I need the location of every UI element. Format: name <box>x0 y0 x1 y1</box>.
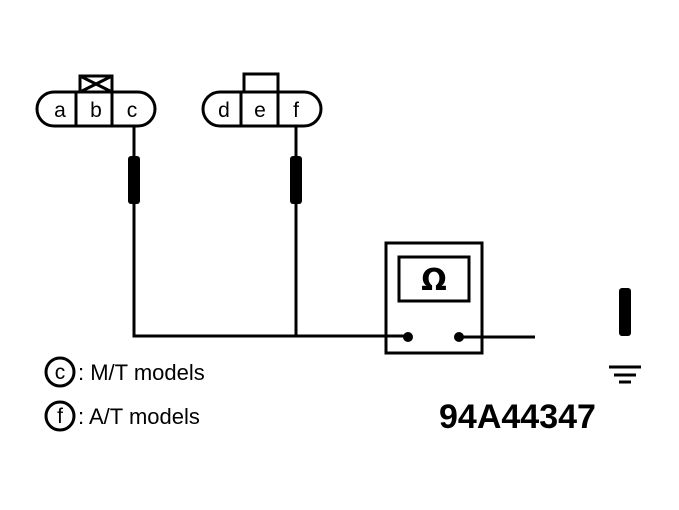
pin-label-f: f <box>293 99 299 122</box>
probe-grip-icon <box>290 156 302 204</box>
figure-code: 94A44347 <box>439 398 596 436</box>
pin-label-a: a <box>54 99 66 122</box>
legend-circle-c <box>44 356 76 388</box>
connector-abc <box>35 74 157 128</box>
legend-text-mt: : M/T models <box>78 360 205 385</box>
pin-label-c: c <box>127 99 138 122</box>
legend-circle-f <box>44 400 76 432</box>
ohmmeter-display <box>397 255 471 303</box>
pin-label-b: b <box>90 99 102 122</box>
connector-def-lock-tab <box>242 72 280 94</box>
probe-wire-c <box>132 126 408 338</box>
legend-text-at: : A/T models <box>78 404 200 429</box>
probe-grip-icon <box>128 156 140 204</box>
connector-abc-lock-tab <box>78 74 114 94</box>
ohmmeter-terminal-negative <box>403 332 413 342</box>
ground-icon <box>609 365 641 384</box>
ohmmeter-body <box>384 241 484 355</box>
pin-label-d: d <box>218 99 230 122</box>
legend-pin-f: f <box>57 405 63 428</box>
legend-pin-c: c <box>55 361 66 384</box>
pin-label-e: e <box>254 99 266 122</box>
connector-abc-lock-cross <box>79 74 113 94</box>
probe-grip-icon <box>619 288 631 336</box>
ohmmeter <box>384 241 484 355</box>
ohm-symbol: Ω <box>421 263 447 298</box>
connector-def <box>201 72 323 128</box>
ohmmeter-terminal-positive <box>454 332 464 342</box>
